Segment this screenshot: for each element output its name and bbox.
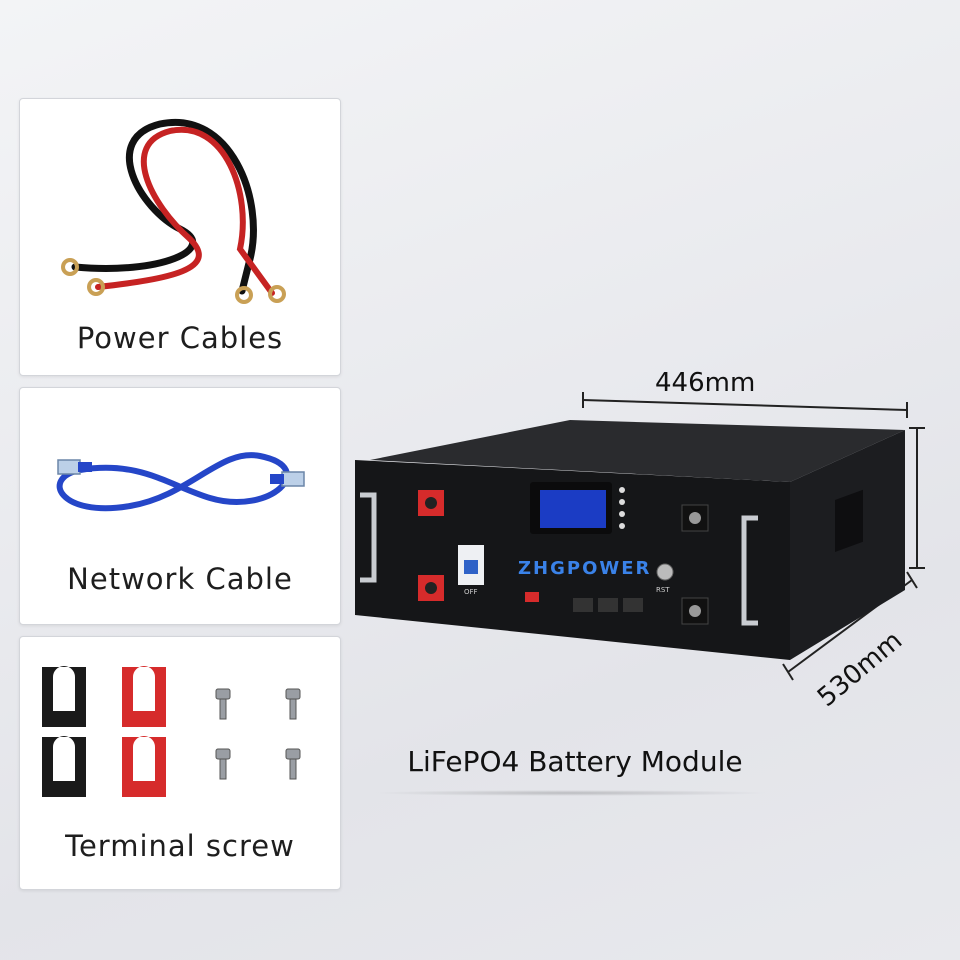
reset-label: RST [656, 586, 670, 594]
lcd-screen [540, 490, 606, 528]
terminal-screw-icon [42, 666, 301, 797]
breaker-off-label: OFF [464, 588, 478, 596]
module-shadow [370, 790, 770, 796]
black-terminal-cover [42, 666, 86, 797]
power-cable-icon [61, 118, 286, 304]
terminal-screw-panel: Terminal screw [19, 636, 341, 890]
terminal-screw-label: Terminal screw [65, 829, 295, 863]
network-cable-icon [56, 452, 305, 512]
network-cable-label: Network Cable [67, 562, 293, 596]
power-cables-label: Power Cables [76, 321, 284, 355]
network-cable-panel: Network Cable [19, 387, 341, 625]
brand-text: ZHGPOWER [518, 558, 651, 579]
power-cables-panel: Power Cables [19, 98, 341, 376]
red-terminal-cover [122, 666, 166, 797]
module-label: LiFePO4 Battery Module [407, 745, 743, 778]
width-dimension-label: 446mm [655, 368, 756, 398]
